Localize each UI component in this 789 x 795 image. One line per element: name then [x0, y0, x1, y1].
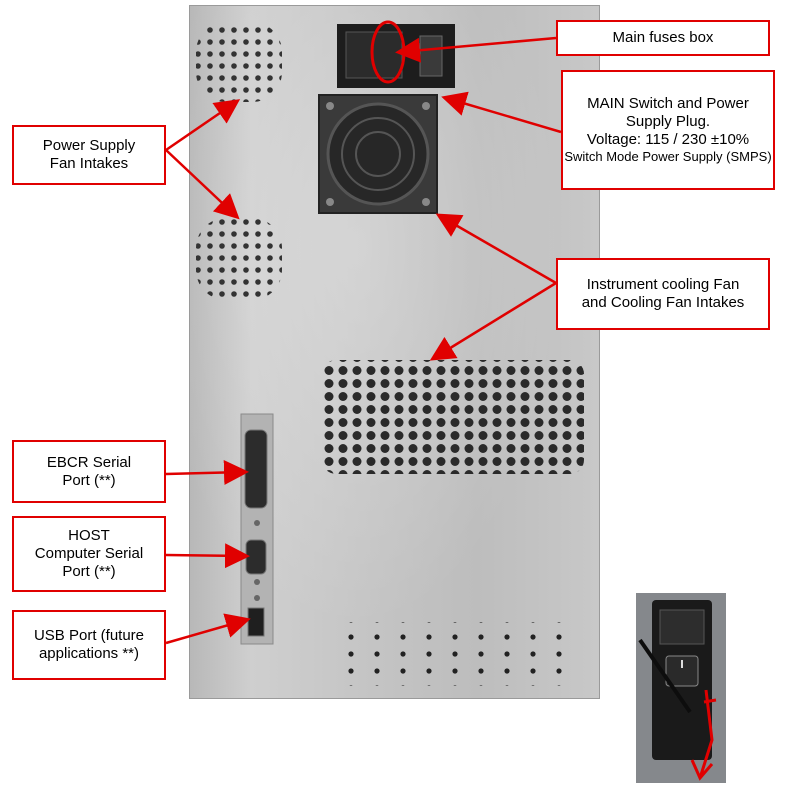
callout-main-fuses-box: Main fuses box — [556, 20, 770, 56]
callout-host-serial-port: HOST Computer Serial Port (**) — [12, 516, 166, 592]
callout-usb-port: USB Port (future applications **) — [12, 610, 166, 680]
psu-fan-intake-top — [196, 22, 282, 102]
fuse-drawer-arrow — [690, 689, 717, 781]
usb-connector — [247, 607, 265, 637]
host-db9-connector — [245, 539, 267, 575]
callout-main-switch-voltage: Voltage: 115 / 230 ±10% — [586, 131, 750, 148]
callout-instrument-cooling-fan: Instrument cooling Fan and Cooling Fan I… — [556, 258, 770, 330]
psu-fan-intake-bottom — [196, 218, 282, 300]
power-switch — [419, 35, 443, 77]
callout-ebcr-serial-port: EBCR Serial Port (**) — [12, 440, 166, 503]
cooling-fan-intake-grille — [322, 360, 584, 474]
bottom-vent-holes — [340, 622, 576, 686]
callout-power-supply-fan-intakes: Power Supply Fan Intakes — [12, 125, 166, 185]
callout-main-switch-title: MAIN Switch and Power Supply Plug. — [587, 95, 749, 130]
callout-arrows — [165, 36, 562, 645]
callout-main-switch-smps: Switch Mode Power Supply (SMPS) — [564, 149, 772, 164]
ebcr-db25-connector — [244, 429, 268, 509]
callout-main-switch: MAIN Switch and Power Supply Plug. Volta… — [561, 70, 775, 190]
